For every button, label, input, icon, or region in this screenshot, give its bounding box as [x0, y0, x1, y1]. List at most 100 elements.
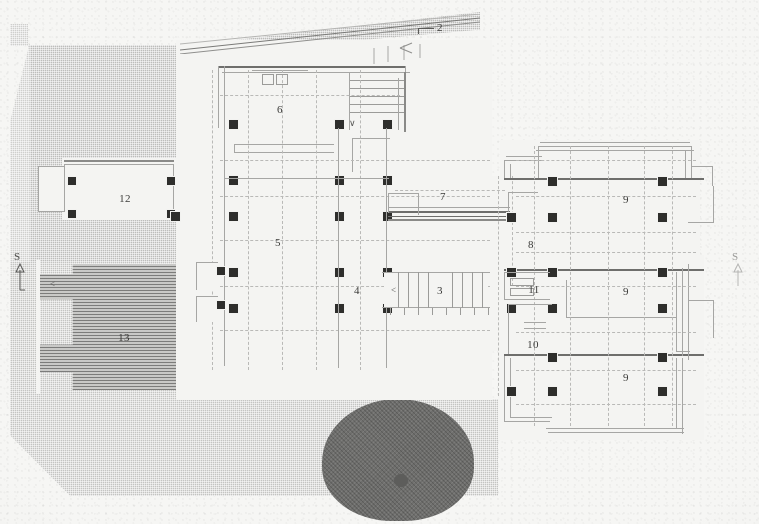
room-label-10: 10	[527, 339, 539, 351]
grid-line-h-3	[220, 196, 490, 197]
section-marker-left: S	[12, 248, 36, 297]
site-ground-left-edge	[10, 24, 28, 46]
column-r2-c1	[228, 175, 239, 186]
wing-grid-v-1	[534, 146, 535, 426]
hall-6-wall-left	[218, 66, 219, 128]
stair-6-tread-4	[350, 104, 404, 105]
corridor-7-wall-top2	[388, 207, 510, 208]
wing-9b-right-ext	[688, 300, 714, 301]
tree-trunk	[394, 474, 408, 487]
wing-grid-h-3	[516, 252, 696, 253]
wing-9c-shell-left2	[504, 356, 505, 422]
stair-3-tick-2	[404, 308, 405, 315]
left-annex-a-border	[196, 262, 218, 263]
main-wall-vert-right	[386, 128, 387, 368]
svg-text:S: S	[14, 251, 20, 263]
wing-9c-shell-bot	[548, 432, 684, 433]
stair-6-rail	[349, 72, 350, 130]
wing-9c-step-bot	[504, 421, 550, 422]
stair-3-tick-1	[390, 308, 391, 315]
wing-column-e0	[506, 386, 517, 397]
grid-line-v-2	[282, 70, 283, 370]
room-label-4: 4	[354, 285, 360, 297]
wing-grid-v-5	[672, 146, 673, 426]
column-r3-c2	[334, 211, 345, 222]
hall-6-inner-partition-2	[234, 152, 334, 153]
site-ground-upper-left-sliver	[10, 42, 30, 270]
grid-line-v-5	[212, 70, 213, 370]
hall-6-wall-top-inner	[222, 72, 402, 73]
room-label-6: 6	[277, 104, 283, 116]
column-r4-c1	[228, 267, 239, 278]
room-label-9-lower: 9	[623, 372, 629, 384]
wing-9b-shell-right	[676, 272, 677, 352]
room-11-left	[504, 272, 505, 300]
column-r3-c1	[228, 211, 239, 222]
room-label-9-mid: 9	[623, 286, 629, 298]
stair-3-tread-1	[398, 272, 399, 308]
corridor-7-wall-lower	[388, 219, 506, 221]
section-marker-right: S	[730, 248, 754, 297]
room-label-9-upper: 9	[623, 194, 629, 206]
pavilion-12-wall-left	[64, 164, 65, 212]
wing-grid-v-4	[644, 146, 645, 426]
pavilion-12-wall-top2	[64, 164, 174, 165]
room-10-fixture2	[524, 328, 546, 329]
wing-grid-v-3	[608, 146, 609, 426]
room-label-11: 11	[528, 284, 540, 296]
column-r5-c2	[334, 303, 345, 314]
wing-9b-right-ext-v2	[713, 186, 714, 222]
stair-6-lower-room-left	[352, 138, 353, 172]
stair-3-tread-2	[408, 272, 409, 308]
left-annex-room-b	[196, 296, 218, 322]
room-label-2: 2	[437, 22, 443, 34]
stair-3-tread-6	[462, 272, 463, 308]
room-11-fixture-a	[510, 278, 534, 286]
pool-direction-icon: <	[50, 279, 56, 289]
corridor-7-step-wall	[508, 192, 509, 212]
room-label-3: 3	[437, 285, 443, 297]
left-annex-b-border	[196, 296, 218, 297]
main-wall-vert-mid	[338, 128, 339, 368]
wing-divider-1	[504, 178, 704, 180]
pavilion-12-wall-top	[64, 160, 174, 162]
corridor-7-grid-1	[395, 190, 505, 191]
pavilion-12-wall-right	[173, 164, 174, 212]
room-label-12: 12	[119, 193, 131, 205]
wing-column-a1	[547, 176, 558, 187]
wing-grid-h-8	[516, 160, 696, 161]
grid-line-h-5	[220, 286, 490, 287]
wing-9b-inner-part	[566, 317, 676, 318]
wing-column-a2	[657, 176, 668, 187]
stair-3-bottom-rail	[382, 307, 490, 308]
wing-column-b0	[506, 212, 517, 223]
corridor-7-step-wall-b	[388, 193, 389, 213]
wing-9a-side-left2	[510, 164, 511, 180]
leader-2-vertical	[418, 28, 419, 34]
wing-9a-shell-right	[691, 146, 692, 178]
corridor-7-wall-bot	[388, 216, 508, 217]
pavilion-12-porch-wall-top	[38, 166, 64, 167]
main-wall-vert-left	[224, 66, 225, 366]
wing-column-f2	[657, 386, 668, 397]
wing-column-d2	[657, 303, 668, 314]
stair-3-tread-4	[428, 272, 429, 308]
left-annex-column-a	[216, 266, 226, 276]
left-annex-room-a	[196, 262, 218, 290]
column-r1-c3	[382, 119, 393, 130]
stair-6-direction-icon: ∨	[349, 118, 356, 128]
wing-9c-shell-right2	[682, 358, 683, 434]
grid-line-h-4	[220, 240, 490, 241]
column-r2-c3	[382, 175, 393, 186]
wing-grid-v-0	[498, 176, 499, 396]
corridor-7-step-wall-top	[508, 192, 538, 193]
left-annex-column-b	[216, 300, 226, 310]
room-11-fixture-b	[510, 288, 534, 296]
wing-9a-shell-right2	[685, 150, 686, 178]
hall-6-wall-top-outer	[218, 66, 406, 68]
wing-9b-right-ext-v	[713, 300, 714, 338]
stair-3-top-rail	[382, 272, 490, 273]
main-building-slab-left-ext	[176, 176, 216, 232]
stair-3-tick-5	[446, 308, 447, 315]
